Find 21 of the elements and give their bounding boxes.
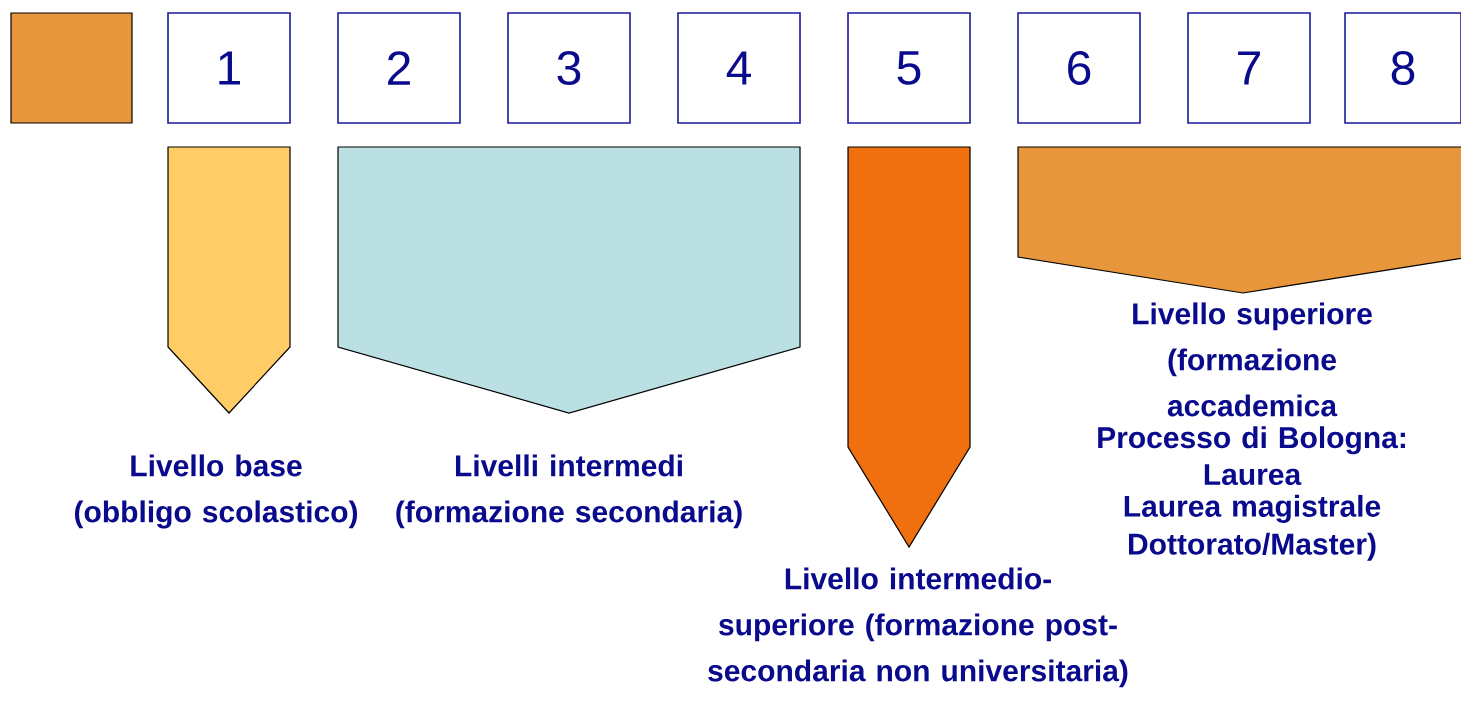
number-box: 6: [1017, 12, 1141, 124]
pentagon-shape: [337, 146, 801, 414]
square: [10, 12, 133, 124]
pentagon-shape: [1017, 146, 1461, 294]
caption-text: Livello superiore (formazione accademica: [1133, 302, 1372, 417]
pentagon-shape: [847, 146, 971, 549]
caption-text: Livello intermedio-superiore (formazione post-secondaria non universitaria): [708, 567, 1128, 688]
number-box: 2: [337, 12, 461, 124]
caption-text: Processo di Bologna:: [1098, 426, 1405, 455]
number-box: 5: [847, 12, 971, 124]
caption-text: Laurea magistrale: [1124, 494, 1381, 523]
caption-text: Livello base (obbligo scolastico): [75, 454, 358, 529]
number-box: 4: [677, 12, 801, 124]
number-box: 1: [167, 12, 291, 124]
pentagon-shape: [167, 146, 291, 414]
number-box: 8: [1344, 12, 1461, 124]
caption-text: Laurea: [1204, 464, 1302, 486]
caption-text: Dottorato/Master): [1129, 532, 1376, 561]
number-box: 3: [507, 12, 631, 124]
number-box: 7: [1187, 12, 1311, 124]
caption-text: Livelli intermedi (formazione secondaria): [396, 454, 742, 529]
